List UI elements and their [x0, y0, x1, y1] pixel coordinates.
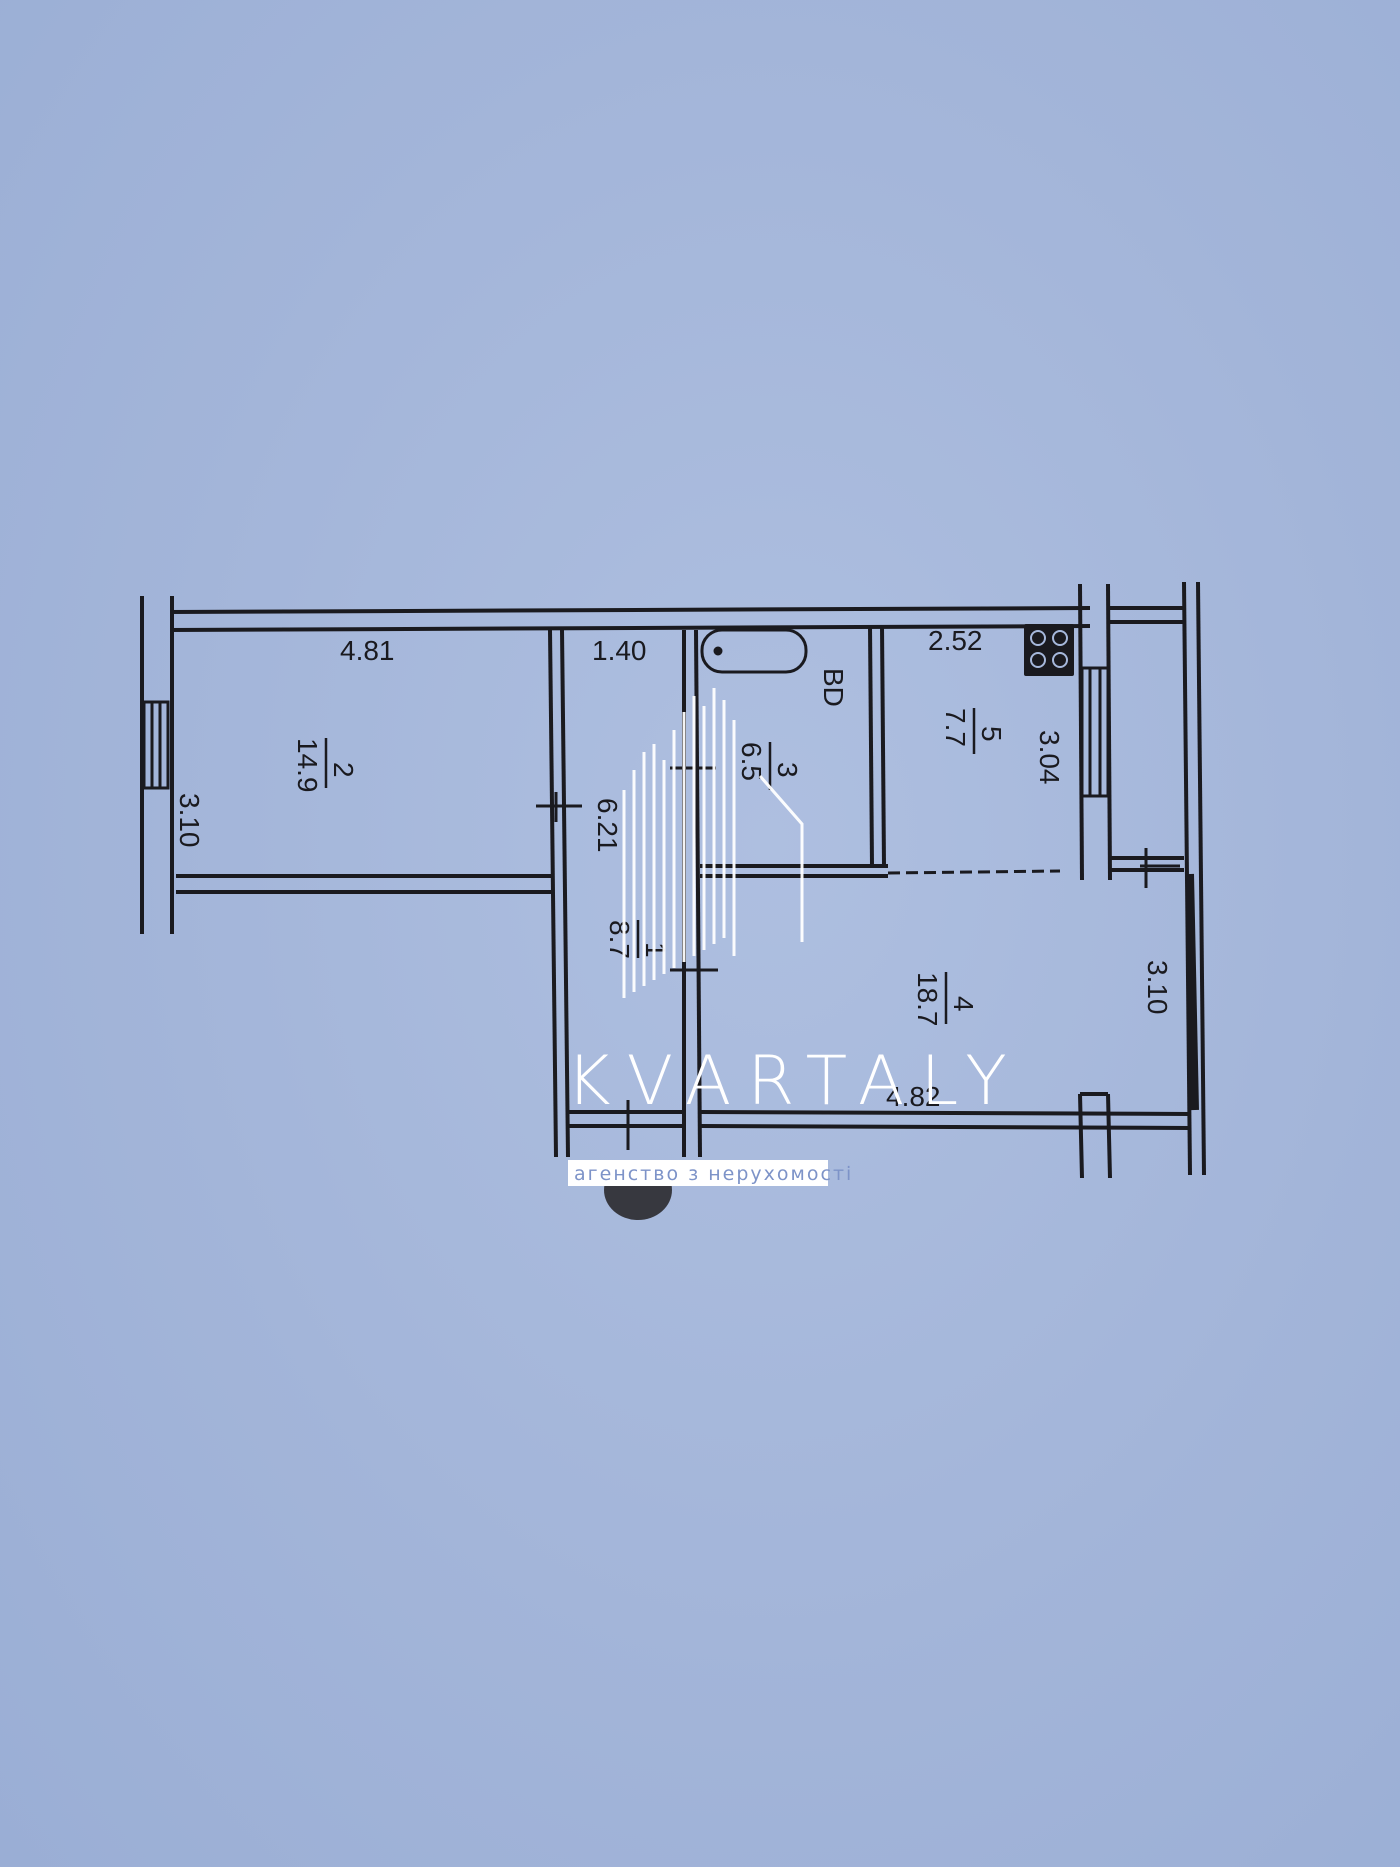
room-4-label: 4 18.7 — [912, 972, 979, 1027]
svg-text:14.9: 14.9 — [292, 738, 323, 793]
kvartaly-logo-mark — [622, 688, 804, 998]
windows — [142, 666, 1110, 798]
dim-room2-height: 3.10 — [174, 793, 205, 848]
dim-kitchen-height: 3.04 — [1034, 730, 1065, 785]
svg-text:8.7: 8.7 — [604, 920, 635, 959]
svg-text:6.5: 6.5 — [736, 742, 767, 781]
brand-name: KVARTALY — [566, 1042, 1023, 1121]
room-3-label: 3 6.5 — [736, 742, 803, 790]
svg-text:5: 5 — [976, 726, 1007, 742]
dim-room2-width: 4.81 — [340, 635, 395, 666]
svg-text:4: 4 — [948, 996, 979, 1012]
dim-corridor-length: 6.21 — [592, 798, 623, 853]
door-marks — [536, 766, 1180, 1150]
dim-living-width: 4.82 — [886, 1081, 941, 1112]
bathroom-mark: BD — [818, 668, 849, 707]
dim-living-height: 3.10 — [1142, 960, 1173, 1015]
svg-text:2: 2 — [328, 762, 359, 778]
room-5-label: 5 7.7 — [940, 708, 1007, 754]
dimension-labels: 4.81 3.10 1.40 6.21 2.52 3.04 3.10 4.82 — [174, 625, 1173, 1112]
svg-text:7.7: 7.7 — [940, 708, 971, 747]
room-1-label: 1 8.7 — [604, 920, 671, 959]
watermark: KVARTALY агенство з нерухомості — [566, 688, 1023, 1186]
room-labels: 2 14.9 3 6.5 5 7.7 4 18.7 1 8.7 BD — [292, 668, 1007, 1027]
kitchen-stove-icon — [1024, 624, 1074, 676]
svg-text:3: 3 — [772, 762, 803, 778]
dim-corridor-width: 1.40 — [592, 635, 647, 666]
brand-tagline: агенство з нерухомості — [574, 1163, 853, 1185]
svg-text:BD: BD — [818, 668, 849, 707]
dim-kitchen-width: 2.52 — [928, 625, 983, 656]
bathtub — [700, 628, 808, 674]
room-2-label: 2 14.9 — [292, 738, 359, 793]
svg-text:18.7: 18.7 — [912, 972, 943, 1027]
walls — [140, 581, 1206, 1179]
